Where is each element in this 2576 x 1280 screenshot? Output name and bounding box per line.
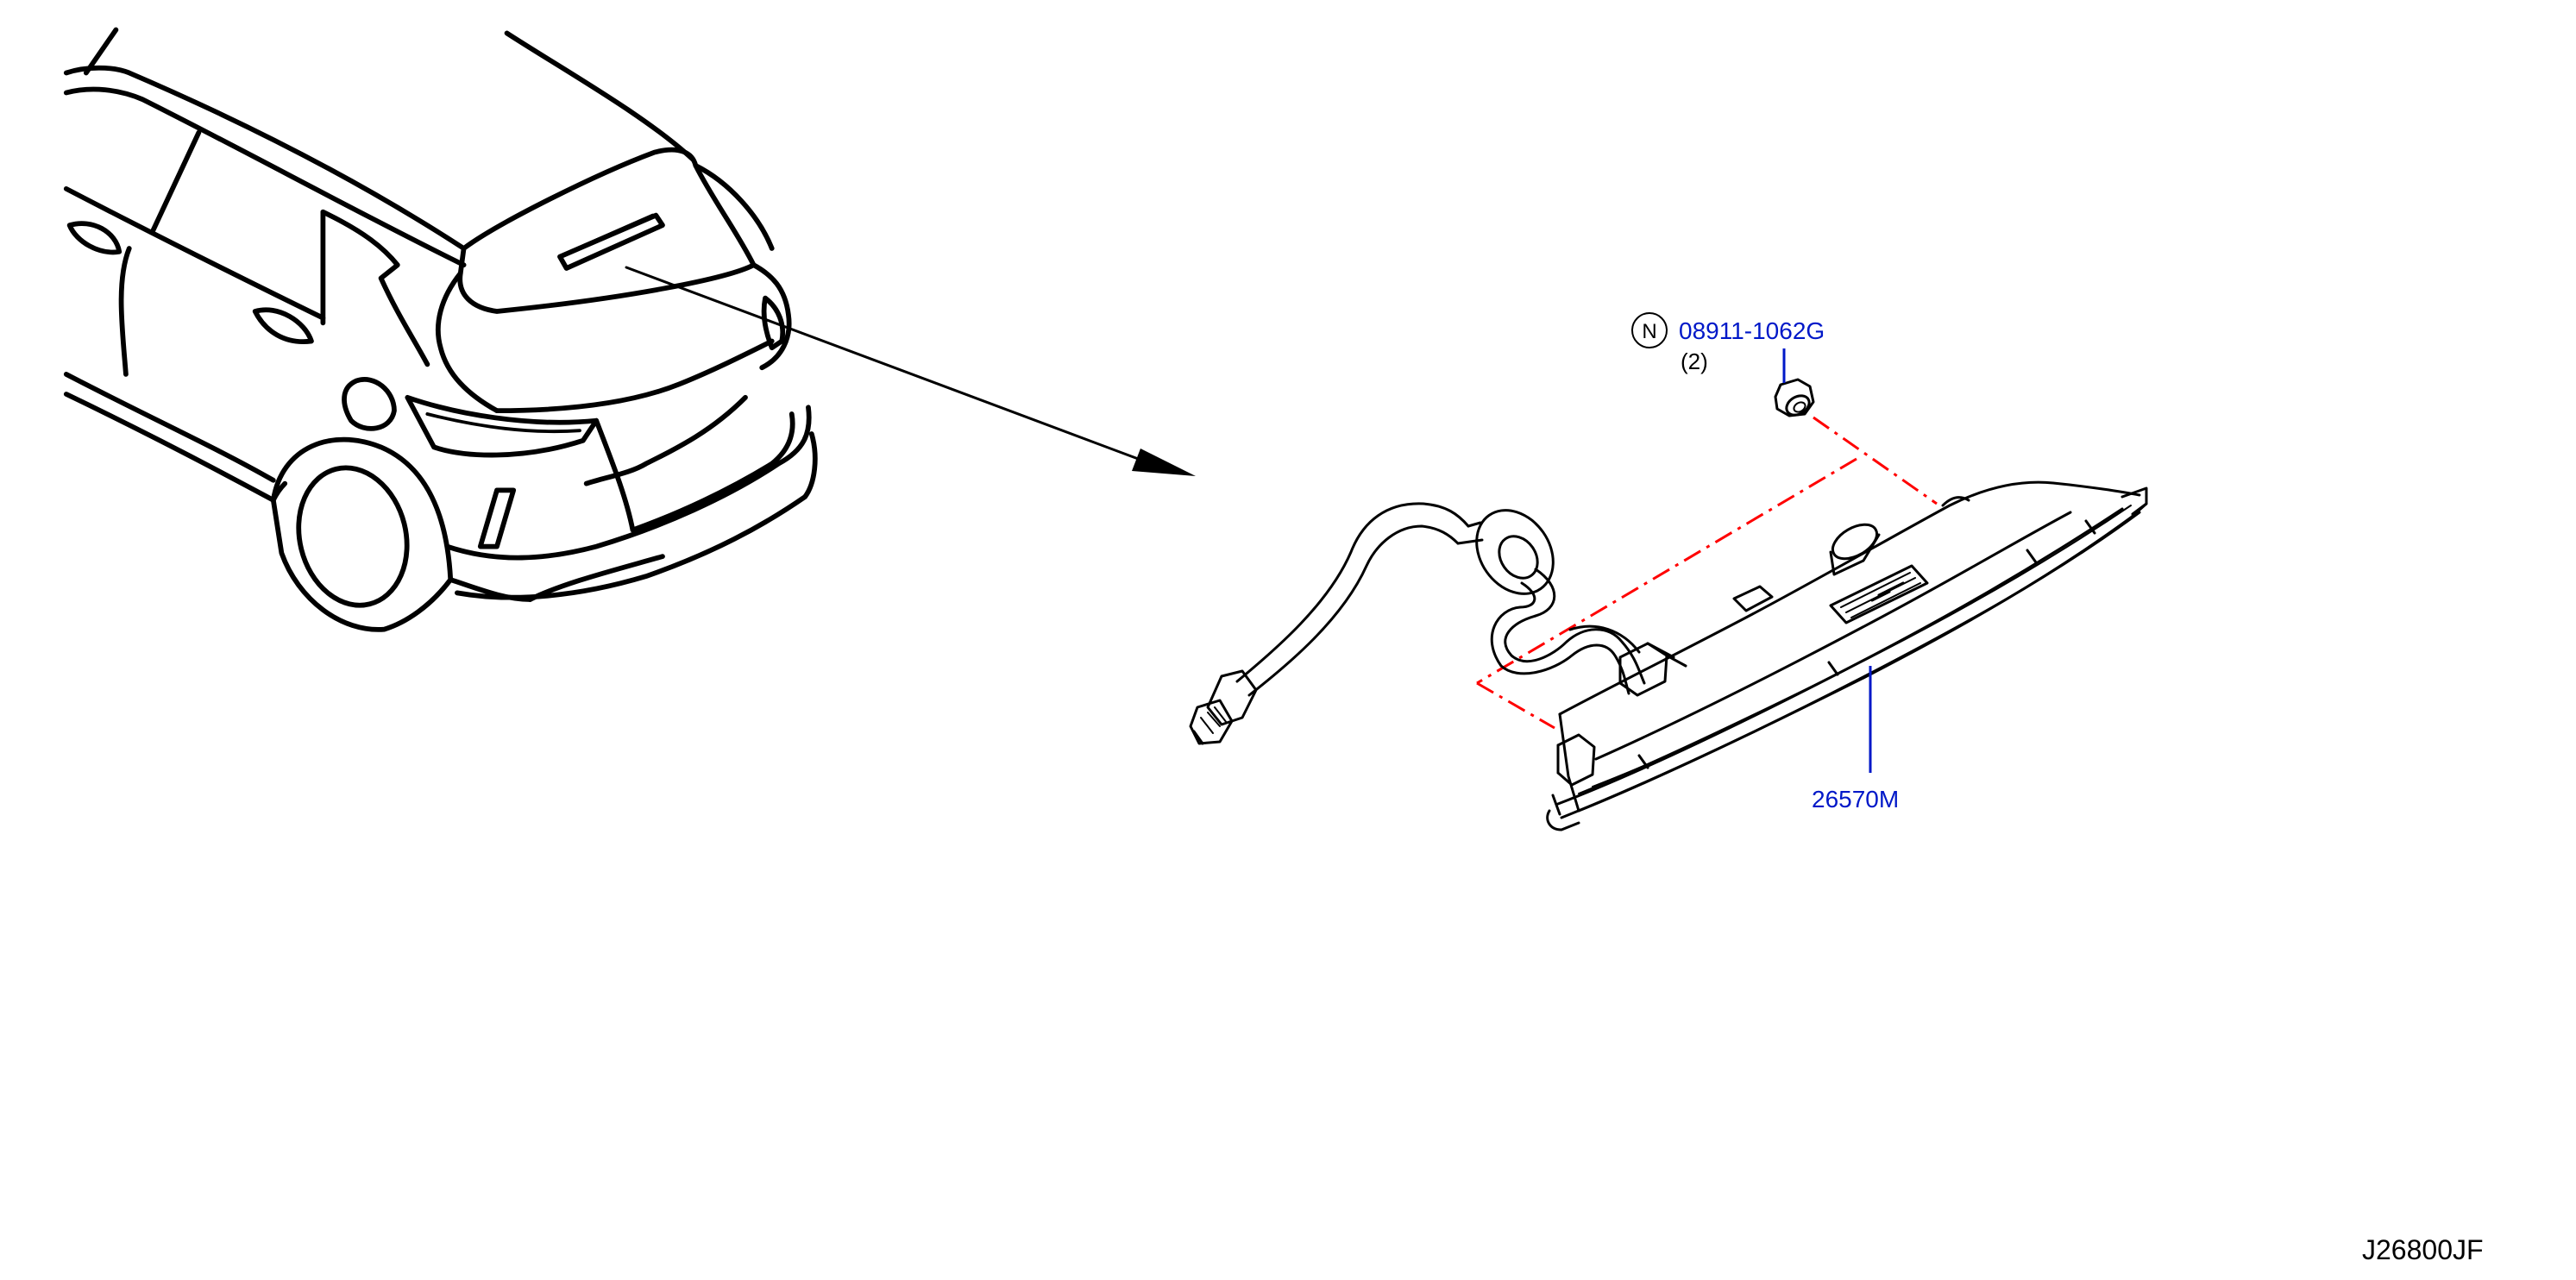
hex-nut-icon (1774, 378, 1815, 417)
assembly-guide-lines (1476, 416, 1938, 730)
connector-icon (1189, 669, 1258, 745)
quantity-nut: (2) (1681, 348, 1708, 374)
reference-arrow (625, 266, 1196, 476)
wire-harness-icon (1235, 502, 1646, 697)
marker-n: N (1642, 320, 1656, 343)
callout-lamp: 26570M (1812, 666, 1899, 813)
high-mount-stop-lamp-icon (1546, 480, 2148, 831)
diagram-reference-code: J26800JF (2362, 1234, 2484, 1265)
grommet-icon (1456, 509, 1555, 595)
vehicle-rear-view-icon (63, 27, 818, 632)
callout-nut: N 08911-1062G (2) (1631, 312, 1825, 383)
part-number-nut: 08911-1062G (1679, 317, 1825, 344)
part-number-lamp: 26570M (1812, 786, 1899, 813)
